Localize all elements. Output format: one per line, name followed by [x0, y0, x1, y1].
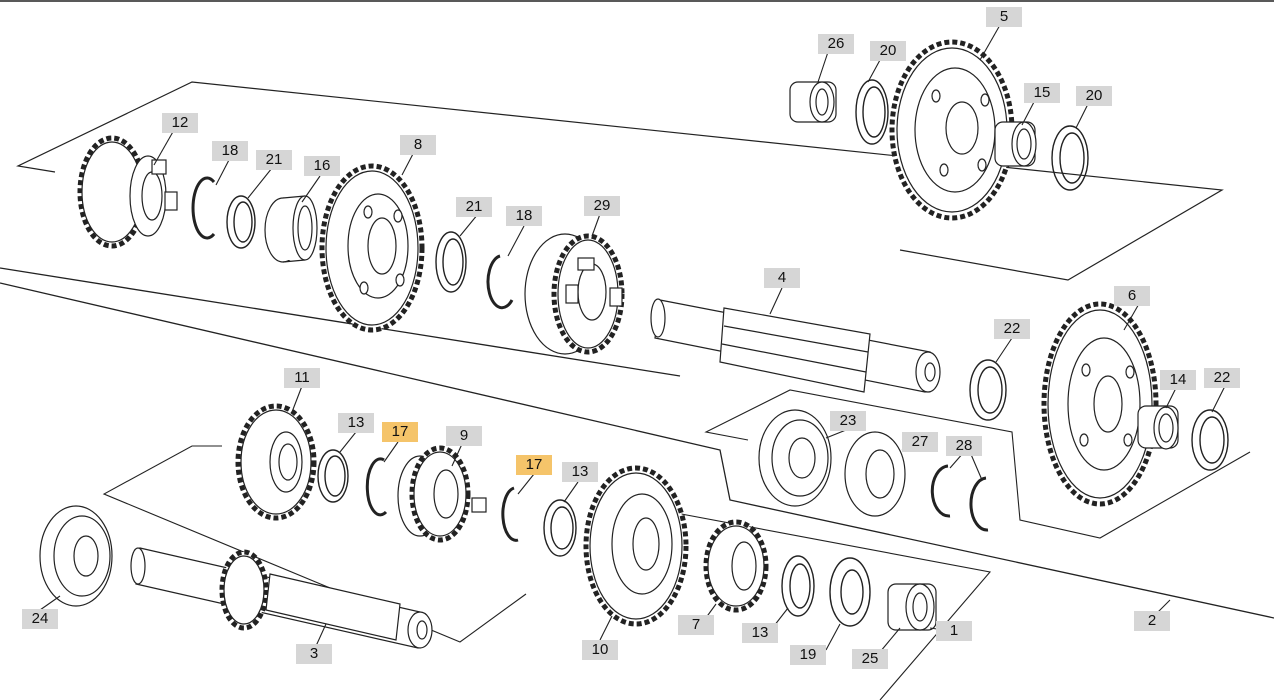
callout-15[interactable]: 15: [1024, 83, 1060, 103]
washer-13a: [317, 449, 349, 503]
washer-13c: [781, 555, 815, 617]
shaft-3: [130, 547, 433, 649]
ball-bearing-23: [758, 409, 832, 507]
callout-17-highlighted[interactable]: 17: [516, 455, 552, 475]
washer-21b: [435, 231, 467, 293]
gear-11: [235, 403, 317, 521]
callout-21[interactable]: 21: [456, 197, 492, 217]
callout-5[interactable]: 5: [986, 7, 1022, 27]
callout-26[interactable]: 26: [818, 34, 854, 54]
gear-7: [703, 519, 769, 613]
callout-8[interactable]: 8: [400, 135, 436, 155]
callout-20[interactable]: 20: [870, 41, 906, 61]
leader-lines: [39, 24, 1227, 653]
callout-7[interactable]: 7: [678, 615, 714, 635]
washer-22a: [969, 359, 1007, 421]
callout-18[interactable]: 18: [506, 206, 542, 226]
callout-4[interactable]: 4: [764, 268, 800, 288]
circlip-18b: [486, 254, 514, 310]
callout-22[interactable]: 22: [1204, 368, 1240, 388]
gear-8: [319, 163, 425, 333]
washer-21a: [226, 195, 256, 249]
washer-20b: [1051, 125, 1089, 191]
bushing-15: [994, 121, 1037, 167]
washer-19: [829, 557, 871, 627]
callout-19[interactable]: 19: [790, 645, 826, 665]
gear-10: [583, 465, 689, 627]
callout-3[interactable]: 3: [296, 644, 332, 664]
bushing-14: [1137, 405, 1179, 450]
seal-27: [844, 431, 906, 517]
callout-22[interactable]: 22: [994, 319, 1030, 339]
gear-5: [889, 39, 1015, 221]
callout-2[interactable]: 2: [1134, 611, 1170, 631]
needle-bearing-25: [887, 583, 937, 631]
circlip-18a: [191, 176, 216, 240]
shaft-4: [650, 298, 941, 393]
callout-27[interactable]: 27: [902, 432, 938, 452]
callout-16[interactable]: 16: [304, 156, 340, 176]
callout-25[interactable]: 25: [852, 649, 888, 669]
callout-28[interactable]: 28: [946, 436, 982, 456]
gear-6: [1041, 301, 1159, 507]
washer-20a: [855, 79, 889, 145]
callout-18[interactable]: 18: [212, 141, 248, 161]
callout-14[interactable]: 14: [1160, 370, 1196, 390]
gear-9: [397, 445, 487, 543]
needle-bearing-26: [789, 81, 837, 123]
callout-10[interactable]: 10: [582, 640, 618, 660]
ball-bearing-24: [39, 505, 113, 607]
right-plate-outline: [704, 389, 1251, 539]
callout-13[interactable]: 13: [562, 462, 598, 482]
callout-1[interactable]: 1: [936, 621, 972, 641]
lower-plate-outline: [102, 445, 527, 643]
lower-right-line: [659, 509, 992, 700]
callout-9[interactable]: 9: [446, 426, 482, 446]
callout-29[interactable]: 29: [584, 196, 620, 216]
bushing-16: [264, 195, 318, 263]
callout-21[interactable]: 21: [256, 150, 292, 170]
callout-20[interactable]: 20: [1076, 86, 1112, 106]
circlip-17b: [501, 486, 519, 542]
separator-line-1: [0, 267, 681, 377]
circlip-28b: [969, 476, 989, 532]
circlip-28a: [930, 464, 951, 518]
callout-23[interactable]: 23: [830, 411, 866, 431]
washer-13b: [543, 499, 577, 557]
separator-line-2: [0, 282, 1274, 619]
gear-29: [524, 233, 625, 355]
callout-13[interactable]: 13: [338, 413, 374, 433]
upper-plate-outline: [16, 81, 1224, 281]
gear-12: [77, 135, 178, 249]
callout-24[interactable]: 24: [22, 609, 58, 629]
washer-22b: [1191, 409, 1229, 471]
callout-6[interactable]: 6: [1114, 286, 1150, 306]
callout-17-highlighted[interactable]: 17: [382, 422, 418, 442]
circlip-17a: [365, 457, 388, 517]
callout-11[interactable]: 11: [284, 368, 320, 388]
callout-13[interactable]: 13: [742, 623, 778, 643]
callout-12[interactable]: 12: [162, 113, 198, 133]
